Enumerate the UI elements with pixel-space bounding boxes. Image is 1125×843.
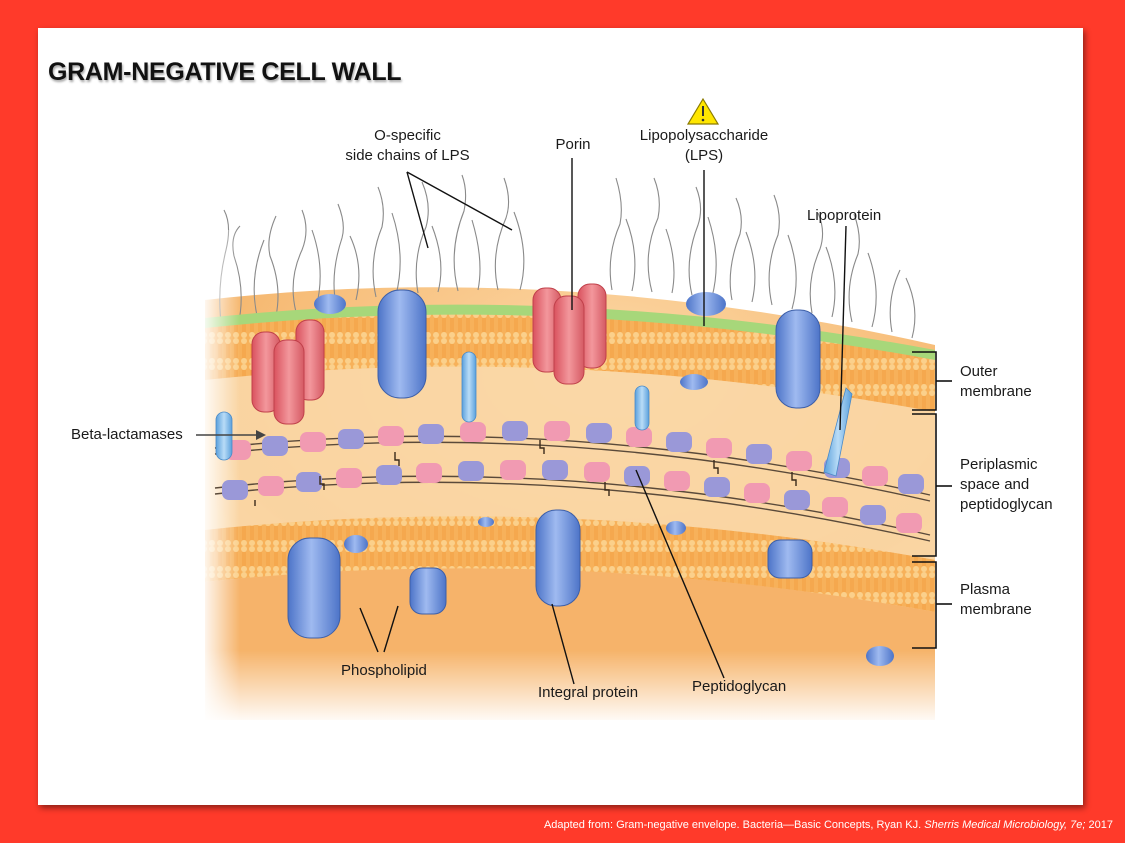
porin-center [532,283,607,385]
beta-lactamases-arrow [196,430,266,440]
page-title: GRAM-NEGATIVE CELL WALL [48,58,402,86]
label-periplasmic-line1: Periplasmic [960,456,1038,473]
label-phospholipid: Phospholipid [341,662,427,679]
label-lipoprotein: Lipoprotein [807,207,882,224]
label-plasma-membrane: Plasma membrane [960,580,1032,620]
label-lps-line2: (LPS) [684,147,724,164]
peptidoglycan-layer [214,421,931,542]
leader-lines [359,158,847,685]
label-periplasmic-line2: space and [960,476,1030,493]
label-lps-line1: Lipopolysaccharide [639,127,769,144]
label-peptidoglycan: Peptidoglycan [692,678,787,695]
porin-left [251,319,325,425]
label-plasma-line1: Plasma [960,581,1011,598]
brackets [912,351,952,649]
citation-year: 2017 [1088,819,1113,831]
outer-membrane-protein [377,289,427,399]
label-porin: Porin [555,136,591,153]
label-lps: Lipopolysaccharide (LPS) [624,126,784,166]
label-integral-protein: Integral protein [538,684,639,701]
label-beta-lactamases: Beta-lactamases [71,426,183,443]
outer-membrane-protein-right [775,309,821,409]
label-o-specific-line1: O-specific [374,127,441,144]
label-plasma-line2: membrane [960,601,1032,618]
lipoprotein-left [461,351,477,423]
warning-triangle-icon[interactable] [686,97,720,125]
citation-journal: Sherris Medical Microbiology, 7e; [924,819,1086,831]
label-outer-line1: Outer [960,363,998,380]
plasma-protein-left [287,537,341,639]
label-periplasmic-line3: peptidoglycan [960,496,1053,513]
label-outer-membrane: Outer membrane [960,362,1032,402]
citation-prefix: Adapted from: Gram-negative envelope. Ba… [543,819,922,831]
citation-footer: Adapted from: Gram-negative envelope. Ba… [544,819,1113,831]
label-outer-line2: membrane [960,383,1032,400]
label-o-specific: O-specific side chains of LPS [325,126,490,166]
lipoprotein-right [823,387,853,477]
label-periplasmic: Periplasmic space and peptidoglycan [960,455,1053,515]
label-o-specific-line2: side chains of LPS [345,147,470,164]
integral-protein [535,509,581,607]
